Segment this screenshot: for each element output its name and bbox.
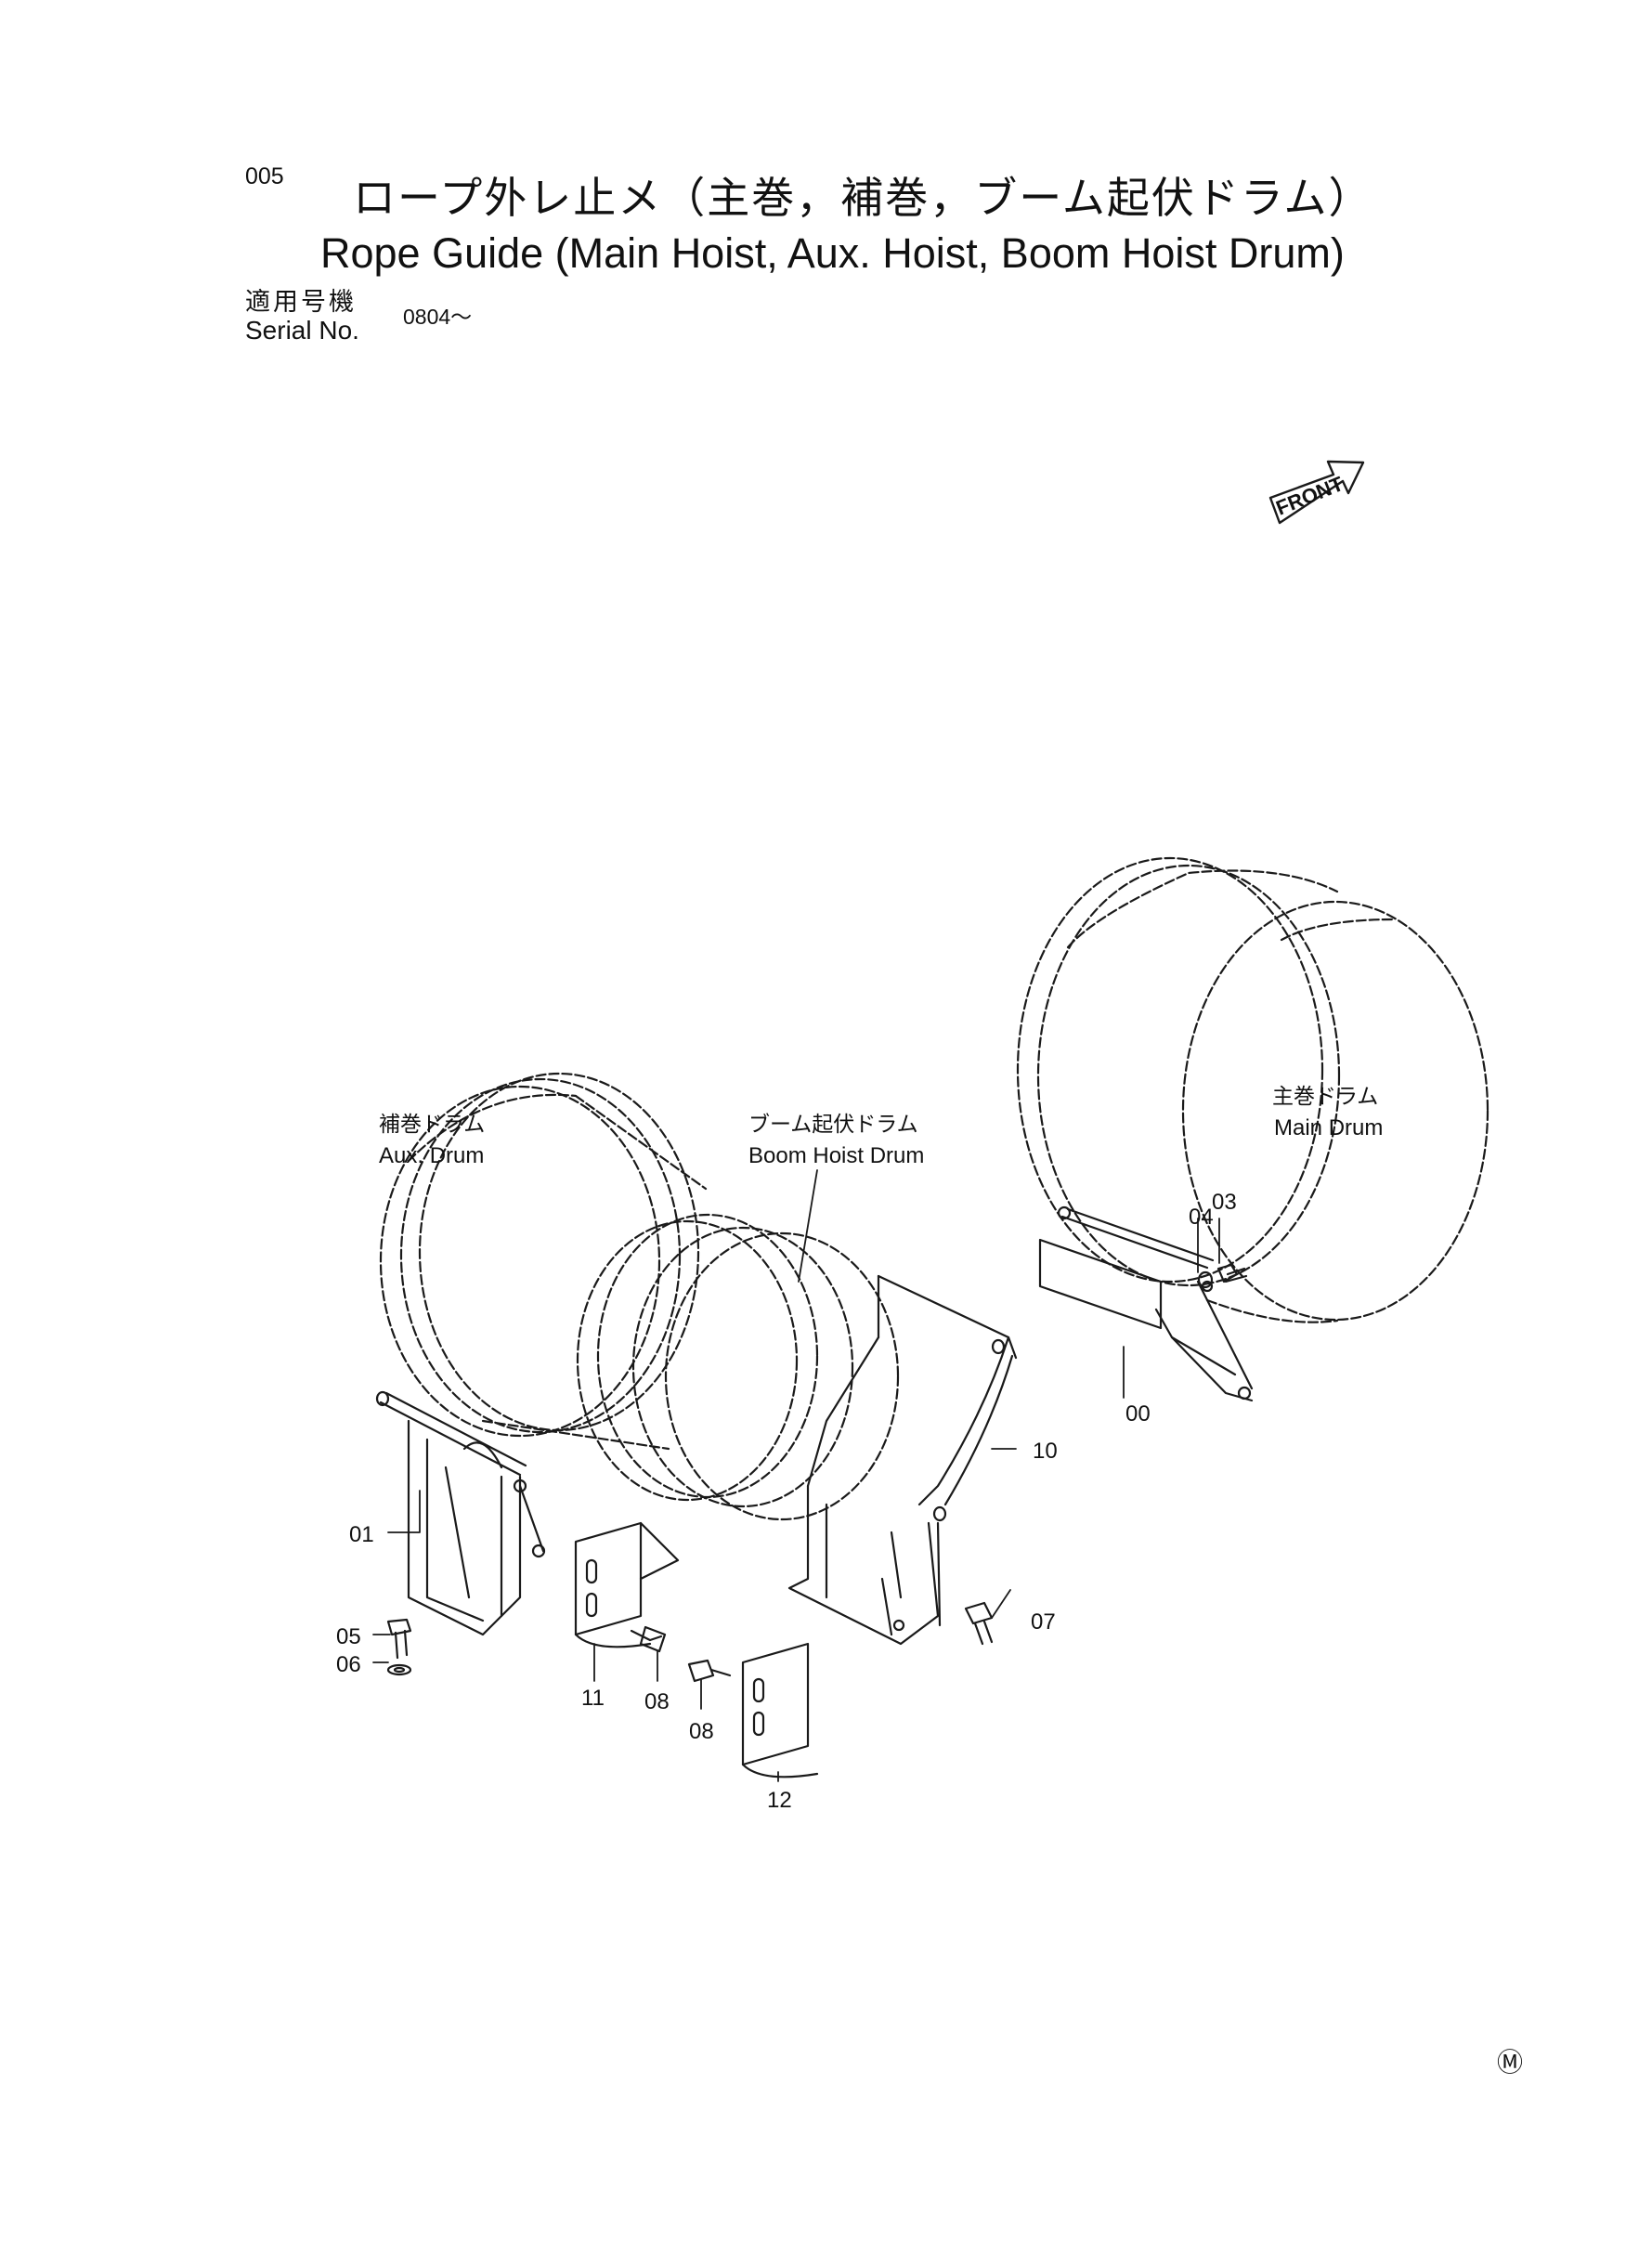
m-mark-icon: Ⓜ bbox=[1497, 2048, 1523, 2077]
boom-drum-label-en: Boom Hoist Drum bbox=[748, 1143, 924, 1168]
front-arrow-icon: FRONT bbox=[1268, 460, 1365, 525]
bolt-08-right bbox=[687, 1659, 732, 1683]
aux-rope-guide-01 bbox=[375, 1390, 546, 1636]
serial-label-english: Serial No. bbox=[245, 316, 359, 345]
callout-08-right: 08 bbox=[689, 1719, 714, 1744]
boom-drum-label-jp: ブーム起伏ドラム bbox=[748, 1113, 918, 1137]
main-drum-label-jp: 主巻ドラム bbox=[1272, 1085, 1378, 1109]
callout-01: 01 bbox=[349, 1522, 374, 1547]
callout-00: 00 bbox=[1125, 1401, 1151, 1427]
aux-drum bbox=[379, 1072, 708, 1451]
callout-05: 05 bbox=[336, 1624, 361, 1649]
serial-label-japanese: 適用号機 bbox=[245, 288, 357, 317]
bolt-03-washer-04 bbox=[1197, 1263, 1248, 1289]
main-rope-guide-00 bbox=[1038, 1205, 1254, 1402]
serial-value: 0804～ bbox=[403, 305, 473, 329]
main-drum-label-en: Main Drum bbox=[1274, 1115, 1383, 1140]
callout-07: 07 bbox=[1031, 1609, 1056, 1635]
bolt-08-left bbox=[630, 1625, 667, 1653]
page-number: 005 bbox=[245, 163, 284, 189]
leader-lines bbox=[372, 1169, 1220, 1782]
aux-drum-label-jp: 補巻ドラム bbox=[379, 1113, 485, 1137]
bracket-11 bbox=[574, 1521, 680, 1648]
boom-rope-guide-10 bbox=[787, 1274, 1018, 1646]
callout-10: 10 bbox=[1033, 1439, 1058, 1464]
boom-hoist-drum bbox=[576, 1213, 900, 1521]
callout-08-left: 08 bbox=[644, 1689, 670, 1714]
aux-drum-label-en: Aux. Drum bbox=[379, 1143, 484, 1168]
bracket-12 bbox=[741, 1642, 819, 1778]
main-drum bbox=[1016, 856, 1489, 1323]
bolt-07 bbox=[964, 1601, 994, 1646]
page-title-english: Rope Guide (Main Hoist, Aux. Hoist, Boom… bbox=[320, 229, 1345, 277]
callout-11: 11 bbox=[581, 1686, 605, 1711]
bolt-05-washer-06 bbox=[386, 1618, 412, 1676]
front-label: FRONT bbox=[1273, 472, 1347, 520]
callout-12: 12 bbox=[767, 1788, 792, 1813]
callout-06: 06 bbox=[336, 1652, 361, 1677]
callout-03: 03 bbox=[1212, 1190, 1237, 1215]
callout-04: 04 bbox=[1189, 1205, 1214, 1230]
page-title-japanese: ロープ外レ止メ（主巻，補巻，ブーム起伏ドラム） bbox=[353, 173, 1373, 223]
